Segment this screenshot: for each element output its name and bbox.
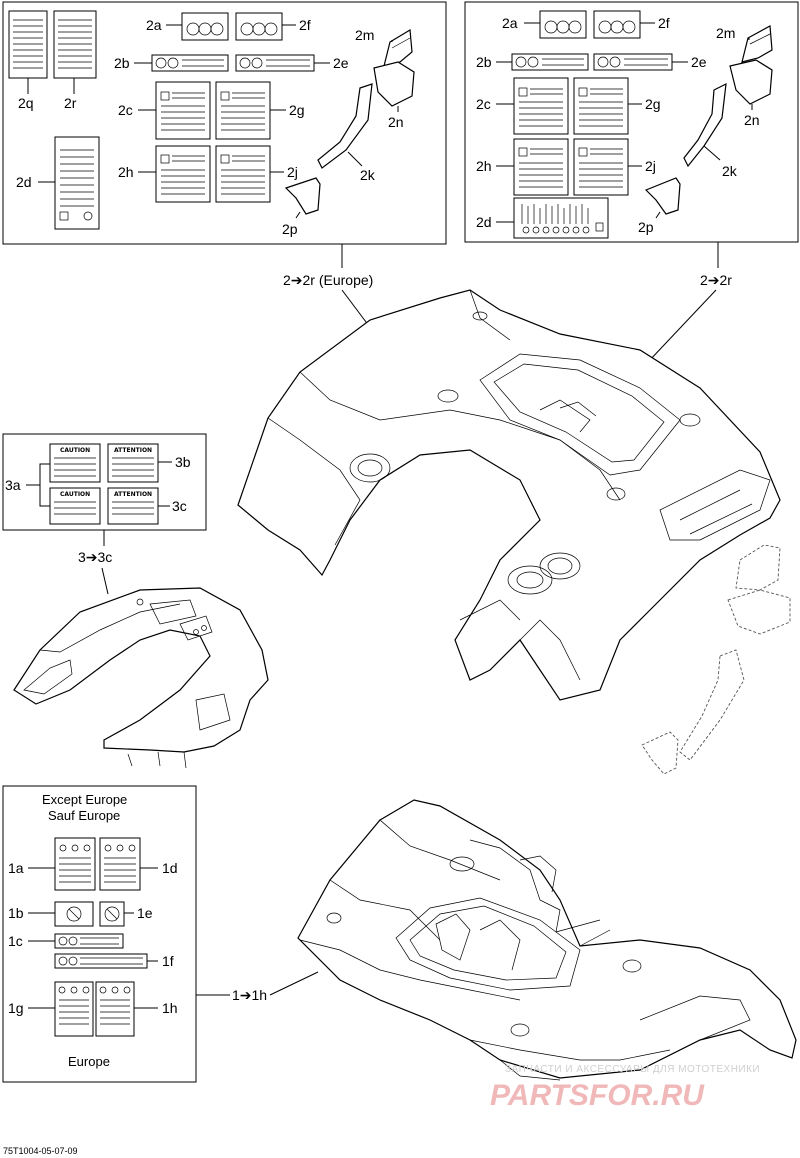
decal-2g — [573, 77, 629, 135]
decal-3c-title: ATTENTION — [114, 491, 152, 498]
decal-3a-2-title: CAUTION — [60, 491, 90, 498]
decal-2h — [155, 145, 211, 203]
decal-2d — [54, 136, 100, 230]
label-2k-left: 2k — [360, 167, 376, 183]
decal-2a — [181, 12, 229, 41]
label-2p-right: 2p — [638, 219, 654, 235]
decal-1g — [54, 981, 94, 1037]
label-3b: 3b — [175, 454, 191, 470]
label-2k-right: 2k — [722, 163, 738, 179]
decal-2f — [235, 12, 283, 41]
part-2m — [741, 25, 773, 63]
part-2n — [373, 61, 415, 107]
decal-3b-title: ATTENTION — [114, 447, 152, 454]
label-2f-right: 2f — [658, 15, 670, 31]
panel-decals-world: 2a 2f 2b 2e 2c 2g — [464, 1, 799, 243]
label-1a: 1a — [8, 860, 24, 876]
label-2b-left: 2b — [114, 55, 130, 71]
panel-frame — [2, 1, 447, 245]
figure-reference: 75T1004-05-07-09 — [3, 1146, 78, 1156]
part-2m — [383, 28, 413, 67]
label-2p-left: 2p — [282, 221, 298, 237]
decal-2j — [215, 145, 271, 203]
front-heading-1: Except Europe — [42, 792, 127, 807]
front-footer: Europe — [68, 1054, 110, 1069]
label-1h: 1h — [162, 1000, 178, 1016]
label-3c: 3c — [172, 498, 187, 514]
label-2h-left: 2h — [118, 164, 134, 180]
group-label-front: 1➔1h — [232, 987, 267, 1003]
decal-2j — [573, 138, 629, 196]
panel-decals-europe: 2q 2r 2d 2a 2f 2b 2e — [2, 1, 447, 245]
part-rear-cover — [13, 587, 269, 769]
decal-1c — [54, 933, 124, 949]
label-2d: 2d — [16, 174, 32, 190]
label-2b-right: 2b — [476, 54, 492, 70]
label-2c-left: 2c — [118, 102, 133, 118]
part-2n — [729, 59, 773, 105]
label-1c: 1c — [8, 933, 23, 949]
decal-2e — [593, 53, 673, 71]
label-2e-left: 2e — [333, 55, 349, 71]
part-rear-fender — [237, 289, 781, 701]
label-2h-right: 2h — [476, 158, 492, 174]
decal-2d — [513, 197, 609, 239]
part-2p — [644, 177, 681, 215]
decal-2a — [539, 10, 587, 39]
label-1e: 1e — [137, 905, 153, 921]
label-2m-left: 2m — [355, 27, 374, 43]
panel-decals-rear: CAUTION ATTENTION CAUTION ATTENTION 3a 3… — [2, 433, 207, 531]
label-2m-right: 2m — [716, 25, 735, 41]
label-2j-right: 2j — [645, 158, 656, 174]
label-2r: 2r — [64, 95, 77, 111]
label-2a-left: 2a — [146, 17, 162, 33]
panel-frame — [464, 1, 799, 243]
front-heading-2: Sauf Europe — [48, 808, 120, 823]
label-2a-right: 2a — [502, 15, 518, 31]
group-label-world: 2➔2r — [700, 272, 732, 288]
part-front-fender — [297, 799, 797, 1081]
label-2c-right: 2c — [476, 96, 491, 112]
label-1d: 1d — [162, 860, 178, 876]
part-2k — [317, 83, 373, 169]
group-label-europe: 2➔2r (Europe) — [283, 272, 373, 288]
decal-1h — [95, 981, 135, 1037]
label-3a: 3a — [5, 477, 21, 493]
group-label-rear: 3➔3c — [78, 549, 112, 565]
label-2n-right: 2n — [744, 112, 760, 128]
label-2d-right: 2d — [476, 214, 492, 230]
decal-2r — [53, 10, 97, 79]
label-2j-left: 2j — [287, 164, 298, 180]
panel-frame — [2, 785, 197, 1083]
decal-2b — [511, 53, 589, 71]
decal-2e — [235, 54, 315, 72]
label-2g-right: 2g — [645, 96, 661, 112]
decal-2g — [215, 81, 271, 140]
label-2q: 2q — [18, 95, 34, 111]
decal-2h — [513, 138, 569, 196]
decal-3c — [107, 487, 159, 525]
watermark-line1: ЗАПЧАСТИ И АКСЕССУАРЫ ДЛЯ МОТОТЕХНИКИ — [505, 1064, 760, 1075]
label-1g: 1g — [8, 1000, 24, 1016]
label-2n-left: 2n — [388, 114, 404, 130]
panel-frame — [2, 433, 207, 531]
part-2k — [683, 82, 727, 168]
decal-3a-1-title: CAUTION — [60, 447, 90, 454]
label-2e-right: 2e — [691, 54, 707, 70]
label-1f: 1f — [162, 953, 174, 969]
decal-2c — [155, 81, 211, 140]
decal-2b — [151, 54, 229, 72]
watermark-line2: PARTSFOR.RU — [490, 1079, 705, 1112]
label-2g-left: 2g — [289, 102, 305, 118]
label-2f-left: 2f — [299, 17, 311, 33]
decal-2c — [513, 77, 569, 135]
ghost-guards — [641, 544, 791, 775]
panel-decals-front: Except Europe Sauf Europe 1a 1d 1b 1e 1c — [2, 785, 197, 1083]
part-2p — [284, 177, 321, 215]
label-1b: 1b — [8, 905, 24, 921]
decal-2f — [593, 10, 641, 39]
decal-3a-2 — [49, 487, 101, 525]
